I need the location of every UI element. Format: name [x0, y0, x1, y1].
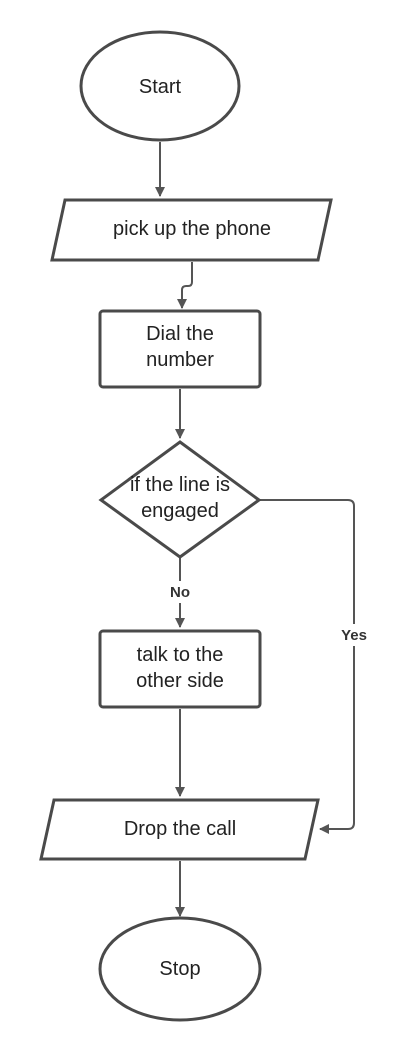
edge-decision-to-drop: [259, 499, 355, 834]
decision-label-line-2: engaged: [141, 500, 219, 522]
talk-label-line-1: talk to the: [137, 644, 224, 666]
node-decision-engaged: if the line is engaged: [98, 440, 262, 559]
pick-up-parallelogram: [50, 198, 333, 262]
yes-label-bg: [336, 624, 372, 646]
drop-parallelogram: [39, 798, 320, 861]
dial-rectangle: [98, 309, 262, 389]
node-talk-other-side: talk to the other side: [98, 629, 262, 709]
edge-label-no: No: [170, 584, 190, 601]
dial-label-line-1: Dial the: [146, 323, 214, 345]
talk-rectangle: [98, 629, 262, 709]
stop-label: Stop: [159, 958, 200, 980]
drop-label: Drop the call: [124, 818, 236, 840]
node-stop: Stop: [98, 916, 262, 1022]
decision-diamond: [98, 440, 262, 559]
dial-label-line-2: number: [146, 349, 214, 371]
talk-label-line-2: other side: [136, 670, 224, 692]
edge-label-yes: Yes: [341, 627, 367, 644]
edges: [155, 142, 355, 917]
pick-up-label: pick up the phone: [113, 218, 271, 240]
start-label: Start: [139, 76, 182, 98]
edge-pickup-to-dial: [177, 262, 193, 309]
decision-label-line-1: if the line is: [130, 474, 230, 496]
no-label-bg: [164, 581, 196, 603]
node-dial-number: Dial the number: [98, 309, 262, 389]
stop-ellipse: [98, 916, 262, 1022]
node-drop-call: Drop the call: [39, 798, 320, 861]
node-start: Start: [79, 30, 241, 142]
node-pick-up-phone: pick up the phone: [50, 198, 333, 262]
start-ellipse: [79, 30, 241, 142]
